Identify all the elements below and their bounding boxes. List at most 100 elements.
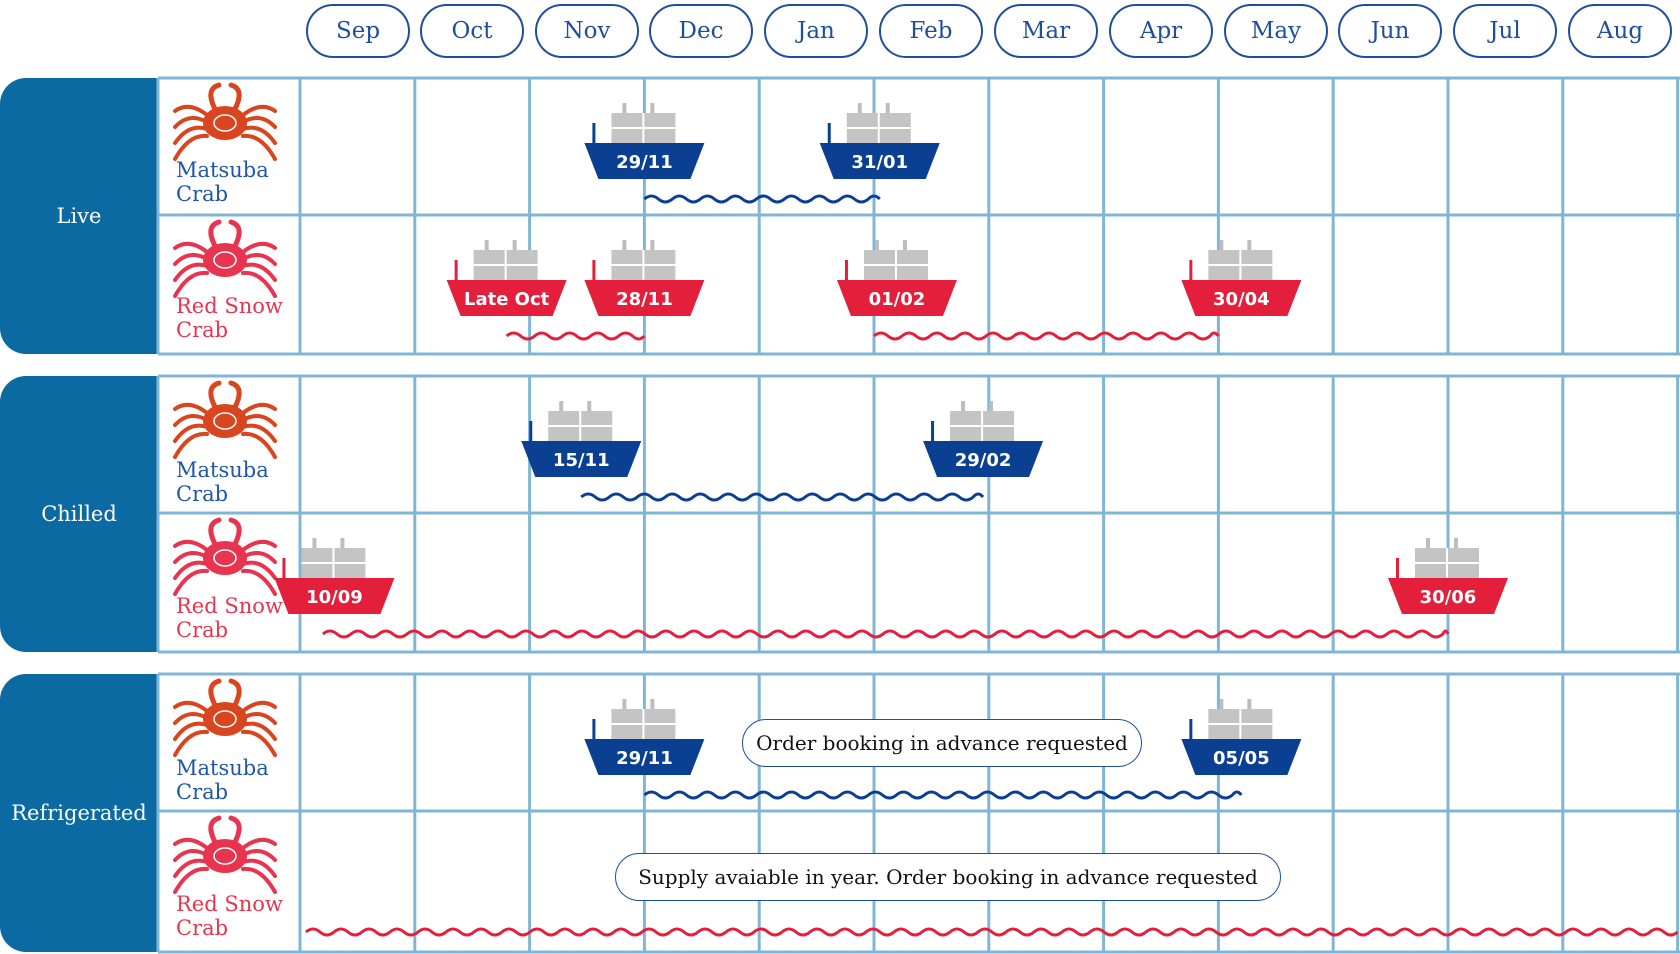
crab-icon: [173, 517, 277, 596]
ship-date: 15/11: [553, 450, 610, 471]
crab-icon: [173, 815, 277, 894]
ship-mast: [827, 123, 831, 143]
ship-chimney: [587, 401, 592, 413]
ship-mast: [1396, 558, 1399, 578]
ship-hull: [836, 280, 957, 316]
ship-date: 10/09: [306, 587, 363, 608]
ship-date: 30/04: [1213, 289, 1270, 310]
month-nov: Nov: [535, 4, 639, 58]
ship-chimney: [989, 401, 994, 413]
ship-mast: [592, 719, 596, 739]
availability-wave: [505, 331, 646, 341]
ship-chimney: [1426, 538, 1430, 550]
crab-icon: [173, 678, 277, 757]
ship-date: 29/11: [616, 748, 673, 769]
ship-mast: [931, 421, 935, 441]
ship-marker: 15/11: [521, 401, 642, 477]
note-order-booking: Order booking in advance requested: [742, 719, 1142, 767]
ship-marker: 31/01: [819, 103, 940, 179]
ship-chimney: [1219, 699, 1224, 711]
ship-marker: 29/02: [923, 401, 1044, 477]
availability-wave: [321, 629, 1450, 639]
ship-hull: [1388, 578, 1508, 614]
section-chilled: Chilled: [0, 376, 158, 652]
crab-icon: [173, 380, 277, 459]
ship-hull: [274, 578, 395, 614]
ship-mast: [844, 260, 848, 280]
ship-marker: Late Oct: [446, 240, 567, 316]
ship-chimney: [312, 538, 317, 550]
ship-chimney: [902, 240, 907, 252]
availability-wave: [643, 790, 1243, 800]
month-jan: Jan: [764, 4, 868, 58]
ship-hull: [1181, 739, 1302, 775]
ship-chimney: [484, 240, 489, 252]
month-jul: Jul: [1453, 4, 1557, 58]
month-may: May: [1224, 4, 1328, 58]
ship-chimney: [885, 103, 890, 115]
note-supply-year: Supply avaiable in year. Order booking i…: [615, 853, 1281, 901]
ship-mast: [592, 123, 596, 143]
section-live: Live: [0, 78, 158, 354]
ship-hull: [584, 739, 705, 775]
section-refrigerated: Refrigerated: [0, 674, 158, 952]
ship-chimney: [622, 699, 627, 711]
crab-icon: [173, 82, 277, 161]
month-sep: Sep: [306, 4, 410, 58]
ship-chimney: [1247, 699, 1252, 711]
ship-date: 31/01: [851, 152, 908, 173]
ship-date: 30/06: [1420, 587, 1477, 608]
ship-marker: 10/09: [274, 538, 395, 614]
ship-mast: [529, 421, 533, 441]
ship-date: 29/11: [616, 152, 673, 173]
ship-mast: [454, 260, 458, 280]
ship-marker: 30/04: [1181, 240, 1302, 316]
availability-wave: [580, 492, 985, 502]
ship-marker: 01/02: [836, 240, 957, 316]
ship-chimney: [622, 103, 627, 115]
availability-wave: [873, 331, 1220, 341]
ship-chimney: [340, 538, 345, 550]
ship-chimney: [622, 240, 627, 252]
month-mar: Mar: [994, 4, 1098, 58]
ship-marker: 30/06: [1388, 538, 1508, 614]
availability-wave: [643, 194, 881, 204]
month-apr: Apr: [1109, 4, 1213, 58]
ship-marker: 29/11: [584, 103, 705, 179]
ship-chimney: [857, 103, 862, 115]
crab-icon: [173, 219, 277, 298]
ship-date: Late Oct: [464, 289, 550, 310]
ship-marker: 05/05: [1181, 699, 1302, 775]
ship-hull: [584, 280, 705, 316]
ship-hull: [819, 143, 940, 179]
ship-mast: [282, 558, 286, 578]
ship-chimney: [650, 699, 655, 711]
ship-chimney: [512, 240, 517, 252]
ship-mast: [1189, 719, 1193, 739]
ship-chimney: [650, 240, 655, 252]
ship-chimney: [559, 401, 564, 413]
ship-chimney: [1247, 240, 1252, 252]
ship-chimney: [1219, 240, 1224, 252]
ship-hull: [1181, 280, 1302, 316]
ship-chimney: [961, 401, 966, 413]
month-oct: Oct: [420, 4, 524, 58]
ship-marker: 28/11: [584, 240, 705, 316]
ship-date: 29/02: [955, 450, 1012, 471]
ship-mast: [1189, 260, 1193, 280]
ship-hull: [923, 441, 1044, 477]
month-dec: Dec: [649, 4, 753, 58]
availability-wave: [305, 927, 1679, 937]
ship-date: 01/02: [869, 289, 926, 310]
month-jun: Jun: [1338, 4, 1442, 58]
month-feb: Feb: [879, 4, 983, 58]
ship-hull: [446, 280, 567, 316]
ship-date: 28/11: [616, 289, 673, 310]
